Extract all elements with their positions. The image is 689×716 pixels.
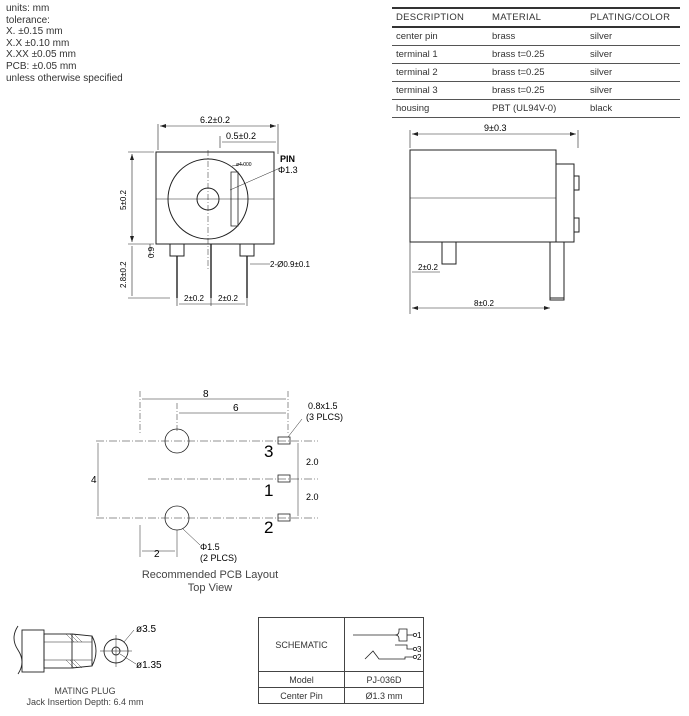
pitch-b-label: 2.0	[306, 492, 319, 502]
gap-dim-label: 0.9	[147, 246, 156, 258]
table-row: terminal 3 brass t=0.25 silver	[392, 81, 680, 100]
cell-description: terminal 3	[392, 81, 488, 100]
plug-caption-line-2: Jack Insertion Depth: 6.4 mm	[26, 697, 144, 707]
tolerance-line: X.X ±0.10 mm	[6, 37, 70, 49]
tolerance-line: units: mm	[6, 3, 50, 14]
side-view-drawing: 9±0.3 2±0.2 8±0.2	[409, 123, 580, 314]
material-spec-table: DESCRIPTION MATERIAL PLATING/COLOR cente…	[392, 7, 680, 118]
slot-note-label: (3 PLCS)	[306, 412, 343, 422]
pitch-right-label: 2±0.2	[218, 294, 239, 303]
pcb-layout-drawing: 8 6 0.8x1.5 (3 PLCS) 4 2.0 2.0 2 Φ1.5 (2…	[91, 389, 343, 563]
cell-plating: silver	[586, 27, 680, 46]
cell-description: terminal 2	[392, 63, 488, 82]
cell-description: housing	[392, 99, 488, 118]
cell-description: terminal 1	[392, 45, 488, 64]
slot-dim-label: 0.8x1.5	[308, 401, 338, 411]
header-description: DESCRIPTION	[392, 7, 488, 28]
schematic-pin-2: 2	[417, 653, 422, 662]
schematic-row: Model PJ-036D	[258, 671, 424, 688]
cell-material: brass t=0.25	[488, 45, 586, 64]
hole-label: ø4.000	[236, 162, 252, 168]
pcb-layout-caption: Recommended PCB Layout Top View	[130, 569, 290, 595]
front-view-drawing: 6.2±0.2 0.5±0.2 5±0.2 ø4.000 PIN Φ1.3 0.…	[119, 115, 311, 306]
mating-plug-caption: MATING PLUG Jack Insertion Depth: 6.4 mm	[10, 686, 160, 708]
hole-dia-label: Φ1.5	[200, 542, 220, 552]
center-pin-value: Ø1.3 mm	[344, 687, 424, 704]
tolerance-notes: units: mm tolerance: X. ±0.15 mm X.X ±0.…	[6, 3, 123, 84]
table-row: center pin brass silver	[392, 27, 680, 46]
tolerance-line: PCB: ±0.05 mm	[6, 60, 77, 72]
pitch-a-label: 2.0	[306, 457, 319, 467]
center-pin-label: Center Pin	[258, 687, 345, 704]
plug-inner-dia: ø1.35	[136, 660, 162, 671]
mating-plug-drawing: ø3.5 ø1.35	[13, 624, 162, 675]
pcb-dim-2: 2	[154, 549, 160, 560]
hole-note-label: (2 PLCS)	[200, 553, 237, 563]
pin-dia-label: Φ1.3	[278, 165, 298, 175]
cell-plating: silver	[586, 45, 680, 64]
table-row: housing PBT (UL94V-0) black	[392, 99, 680, 118]
header-material: MATERIAL	[488, 7, 586, 28]
pin-number-3: 3	[264, 442, 273, 461]
model-label: Model	[258, 671, 345, 688]
header-plating: PLATING/COLOR	[586, 7, 680, 28]
tolerance-line: unless otherwise specified	[6, 72, 123, 84]
model-value: PJ-036D	[344, 671, 424, 688]
pcb-caption-line-1: Recommended PCB Layout	[141, 569, 279, 581]
schematic-title: SCHEMATIC	[258, 617, 345, 672]
cell-plating: black	[586, 99, 680, 118]
schematic-symbol: 1 3 2	[353, 628, 422, 662]
pin-number-1: 1	[264, 481, 273, 500]
cell-material: brass t=0.25	[488, 81, 586, 100]
plug-outer-dia: ø3.5	[136, 624, 156, 635]
cell-material: brass t=0.25	[488, 63, 586, 82]
cell-material: brass	[488, 27, 586, 46]
tolerance-line: X. ±0.15 mm	[6, 26, 63, 38]
tolerance-line: tolerance:	[6, 14, 50, 26]
pin-label: PIN	[280, 154, 295, 164]
height-dim-label: 5±0.2	[119, 189, 128, 210]
table-row: terminal 1 brass t=0.25 silver	[392, 45, 680, 64]
length-dim-label: 9±0.3	[484, 123, 506, 133]
schematic-symbol-cell: 1 3 2	[344, 617, 424, 672]
pcb-dim-4: 4	[91, 475, 97, 486]
lead-dia-dim-label: 2-Ø0.9±0.1	[270, 260, 311, 269]
schematic-table: SCHEMATIC 1 3 2 Model PJ-036D Cen	[258, 617, 424, 704]
table-row: terminal 2 brass t=0.25 silver	[392, 63, 680, 82]
pcb-dim-6: 6	[233, 403, 239, 414]
base-dim-label: 8±0.2	[474, 299, 495, 308]
pitch-left-label: 2±0.2	[184, 294, 205, 303]
offset-dim-label: 0.5±0.2	[226, 131, 256, 141]
pin-offset-dim-label: 2±0.2	[418, 263, 439, 272]
schematic-row: SCHEMATIC 1 3 2	[258, 617, 424, 672]
spec-header-row: DESCRIPTION MATERIAL PLATING/COLOR	[392, 7, 680, 28]
cell-description: center pin	[392, 27, 488, 46]
pcb-dim-8: 8	[203, 389, 209, 400]
lead-len-dim-label: 2.8±0.2	[119, 261, 128, 288]
tolerance-line: X.XX ±0.05 mm	[6, 49, 76, 61]
plug-caption-line-1: MATING PLUG	[54, 686, 116, 696]
schematic-pin-1: 1	[417, 631, 422, 640]
cell-plating: silver	[586, 81, 680, 100]
schematic-pin-3: 3	[417, 645, 422, 654]
pcb-caption-line-2: Top View	[187, 582, 233, 594]
width-dim-label: 6.2±0.2	[200, 115, 230, 125]
pin-number-2: 2	[264, 518, 273, 537]
schematic-row: Center Pin Ø1.3 mm	[258, 687, 424, 704]
cell-plating: silver	[586, 63, 680, 82]
cell-material: PBT (UL94V-0)	[488, 99, 586, 118]
